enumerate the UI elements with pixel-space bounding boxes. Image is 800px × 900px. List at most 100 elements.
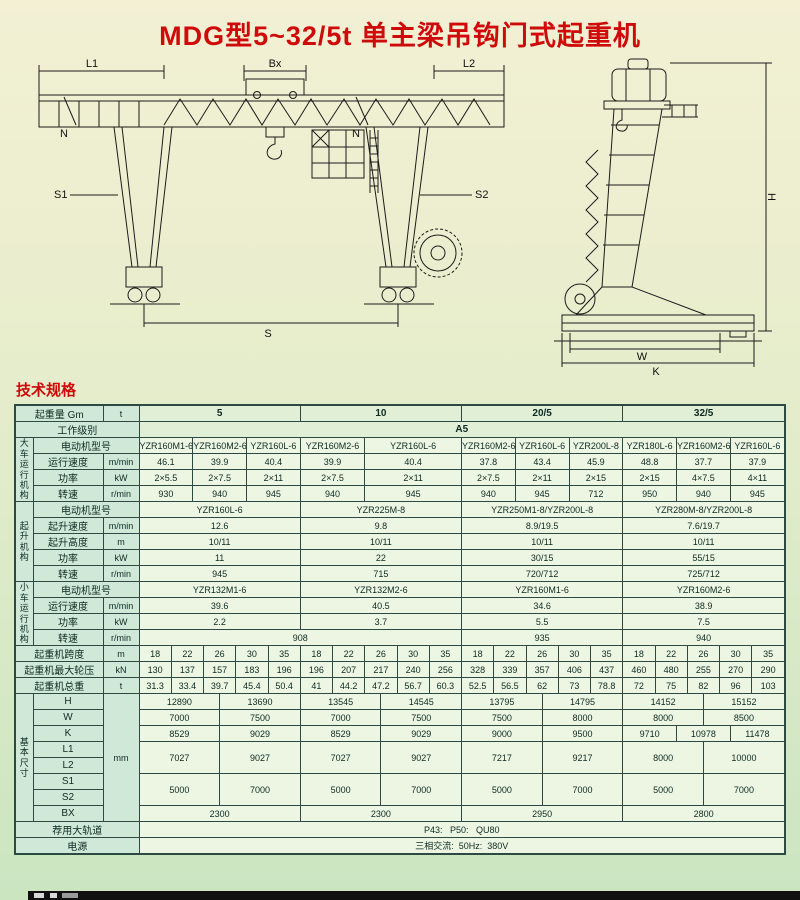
data-cell: 157: [203, 661, 237, 678]
data-cell: 725/712: [622, 565, 786, 582]
data-cell: 22: [299, 549, 463, 566]
data-cell: 39.6: [138, 597, 301, 614]
data-cell: 5000: [461, 773, 543, 806]
data-cell: 196: [267, 661, 301, 678]
dim-label-w: W: [637, 351, 648, 363]
data-cell: 940: [192, 485, 248, 502]
data-cell: 4×11: [729, 469, 786, 486]
strip-mark: [62, 893, 78, 898]
data-cell: 39.9: [299, 453, 366, 470]
data-cell: 945: [514, 485, 570, 502]
unit-label: r/min: [102, 565, 140, 582]
data-cell: 33.4: [170, 677, 205, 694]
data-cell: 8000: [622, 741, 704, 774]
data-cell: 480: [654, 661, 688, 678]
unit-label: kN: [102, 661, 140, 678]
row-label: 起重量 Gm: [14, 404, 104, 422]
data-cell: 930: [138, 485, 194, 502]
data-cell: 12890: [138, 693, 221, 710]
data-cell: 8500: [702, 709, 786, 726]
unit-label: m/min: [102, 517, 140, 534]
data-cell: 2×11: [514, 469, 570, 486]
data-cell: YZR160M2-6: [622, 581, 786, 598]
row-label: S2: [32, 789, 104, 806]
data-cell: 78.8: [590, 677, 624, 694]
data-cell: 39.9: [192, 453, 248, 470]
data-cell: 2×7.5: [299, 469, 366, 486]
row-label: 功率: [32, 549, 104, 566]
data-cell: 7000: [219, 773, 301, 806]
data-cell: 30: [396, 645, 430, 662]
data-cell: 2×7.5: [192, 469, 248, 486]
data-cell: 9027: [219, 741, 301, 774]
data-cell: 217: [364, 661, 398, 678]
row-label: 起升速度: [32, 517, 104, 534]
row-label: K: [32, 725, 104, 742]
data-cell: 437: [590, 661, 624, 678]
cropped-bottom-strip: [28, 891, 800, 900]
data-cell: 945: [246, 485, 301, 502]
data-cell: 2×5.5: [138, 469, 194, 486]
crane-line-art: [38, 58, 772, 367]
row-label: L2: [32, 757, 104, 774]
data-cell: 7000: [702, 773, 786, 806]
data-cell: 940: [299, 485, 366, 502]
page-title: MDG型5~32/5t 单主梁吊钩门式起重机: [159, 21, 641, 51]
row-label: 运行速度: [32, 597, 104, 614]
crane-drawing: L1 Bx L2 N N S1 S2 S W K H: [38, 58, 777, 377]
data-cell: 2×15: [568, 469, 624, 486]
dim-label-s2: S2: [475, 189, 488, 201]
data-cell: 10/11: [299, 533, 463, 550]
data-cell: 8529: [138, 725, 221, 742]
dim-label-bx: Bx: [269, 58, 282, 70]
row-label: BX: [32, 805, 104, 822]
row-label: 电动机型号: [32, 501, 140, 518]
data-cell: 130: [138, 661, 172, 678]
data-cell: 9027: [380, 741, 463, 774]
data-cell: 10/11: [138, 533, 301, 550]
group-label: 基本尺寸: [14, 693, 34, 822]
data-cell: 9217: [541, 741, 624, 774]
data-cell: 270: [719, 661, 753, 678]
data-cell: 72: [622, 677, 656, 694]
data-cell: 8000: [622, 709, 704, 726]
data-cell: 18: [622, 645, 656, 662]
data-cell: 7500: [219, 709, 301, 726]
dim-label-l1: L1: [86, 58, 98, 70]
data-cell: 13795: [461, 693, 543, 710]
header-cell: 20/5: [461, 404, 624, 422]
row-label: 功率: [32, 613, 104, 630]
row-label: L1: [32, 741, 104, 758]
group-label: 大车运行机构: [14, 437, 34, 502]
header-cell: A5: [138, 421, 786, 438]
data-cell: 39.7: [203, 677, 237, 694]
data-cell: 22: [170, 645, 205, 662]
data-cell: 7027: [138, 741, 221, 774]
data-cell: YZR160M2-6: [192, 437, 248, 454]
data-cell: 13690: [219, 693, 301, 710]
data-cell: 950: [622, 485, 678, 502]
data-cell: YZR250M1-8/YZR200L-8: [461, 501, 624, 518]
data-cell: YZR160M2-6: [461, 437, 516, 454]
data-cell: YZR200L-8: [568, 437, 624, 454]
row-label: 电动机型号: [32, 437, 140, 454]
data-cell: 26: [364, 645, 398, 662]
data-cell: 103: [751, 677, 786, 694]
row-label: H: [32, 693, 104, 710]
row-label: 电动机型号: [32, 581, 140, 598]
data-cell: 328: [461, 661, 495, 678]
row-label: 起重机跨度: [14, 645, 104, 662]
strip-mark: [50, 893, 57, 898]
data-cell: 14152: [622, 693, 704, 710]
header-cell: 10: [299, 404, 463, 422]
data-cell: 10/11: [622, 533, 786, 550]
data-cell: 22: [332, 645, 366, 662]
section-title-tech-specs: 技术规格: [16, 382, 77, 399]
unit-label: r/min: [102, 485, 140, 502]
strip-mark: [34, 893, 44, 898]
row-label: 起升高度: [32, 533, 104, 550]
data-cell: 10000: [702, 741, 786, 774]
data-cell: 30: [719, 645, 753, 662]
data-cell: 26: [525, 645, 559, 662]
row-label: 起重机总重: [14, 677, 104, 694]
